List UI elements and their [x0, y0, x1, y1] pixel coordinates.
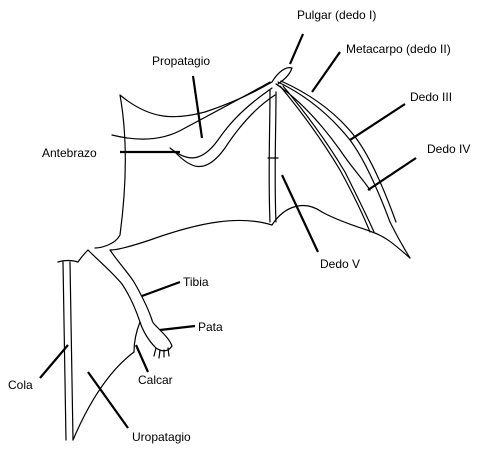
- tail-bone-b: [69, 261, 74, 441]
- pata-leader: [159, 324, 196, 332]
- wing-membrane-outline: [94, 81, 411, 259]
- dedo3-leader: [349, 103, 406, 141]
- calcar-spur: [133, 321, 141, 353]
- propatagio-leader: [191, 75, 204, 139]
- forearm-bone: [111, 81, 271, 140]
- propatagium-fold-2: [174, 94, 276, 168]
- hindlimb-outline: [87, 249, 153, 323]
- foot-toes: [153, 347, 170, 359]
- uropatagio-leader: [87, 371, 129, 429]
- uropatagium-outline: [72, 249, 135, 441]
- finger-iv-bone-b: [282, 85, 375, 233]
- tail-top: [57, 259, 79, 263]
- finger-v-bone-b: [274, 91, 277, 223]
- dedo4-label: Dedo IV: [427, 142, 471, 156]
- cola-leader: [39, 344, 69, 379]
- calcar-leader: [134, 344, 150, 373]
- finger-v-bone: [268, 89, 271, 223]
- propatagio-label: Propatagio: [152, 54, 211, 68]
- calcar-label: Calcar: [138, 373, 173, 387]
- pulgar-label: Pulgar (dedo I): [297, 8, 377, 22]
- tibia-label: Tibia: [183, 275, 209, 289]
- metacarpo-leader: [311, 51, 341, 93]
- pulgar-leader: [288, 33, 305, 65]
- antebrazo-label: Antebrazo: [42, 146, 97, 160]
- thumb-bone: [271, 67, 293, 85]
- pata-label: Pata: [198, 320, 223, 334]
- dedo5-label: Dedo V: [320, 257, 361, 271]
- metacarpo-label: Metacarpo (dedo II): [346, 42, 451, 56]
- finger-iii-bone-b: [280, 80, 397, 223]
- tail-bone: [62, 261, 67, 441]
- foot-outline: [139, 319, 173, 352]
- uropatagio-label: Uropatagio: [132, 430, 191, 444]
- finger-iii-bone: [277, 81, 411, 259]
- finger-ii-bone: [275, 83, 371, 191]
- dedo4-leader: [367, 157, 417, 191]
- tibia-leader: [141, 280, 181, 298]
- finger-iv-bone: [279, 85, 371, 233]
- cola-label: Cola: [8, 378, 33, 392]
- dedo5-leader: [281, 174, 319, 253]
- propatagium-fold: [169, 87, 273, 159]
- dedo3-label: Dedo III: [410, 90, 453, 104]
